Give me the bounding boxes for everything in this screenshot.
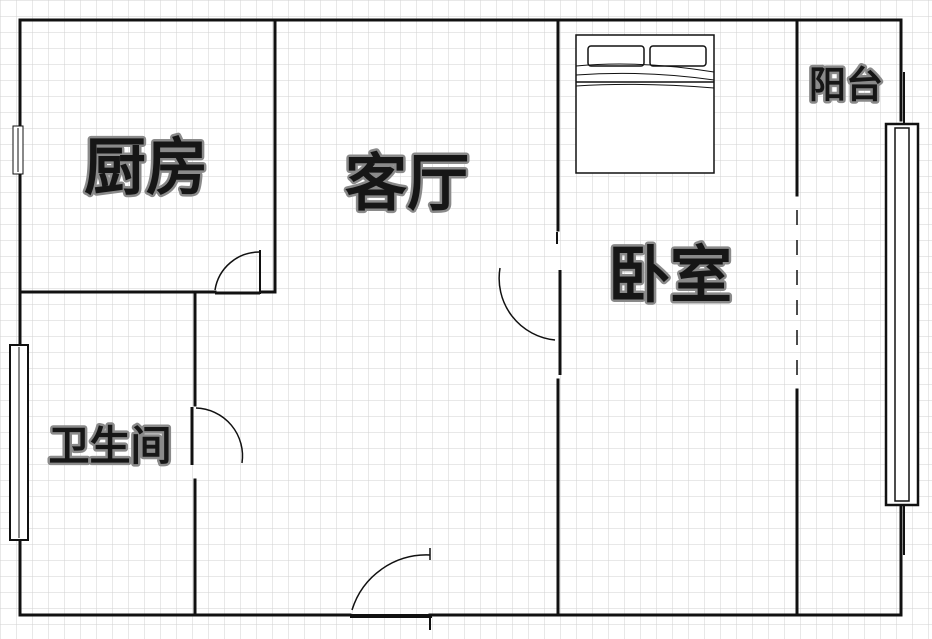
bed-icon: [575, 34, 715, 174]
walls: [18, 18, 903, 617]
door-bathroom: [190, 407, 244, 465]
window-balcony: [884, 72, 920, 555]
room-label-living: 客厅: [345, 147, 469, 220]
door-entrance: [350, 548, 432, 630]
room-label-bathroom: 卫生间: [49, 422, 172, 470]
door-bedroom: [498, 232, 562, 375]
room-label-balcony: 阳台: [809, 64, 883, 107]
room-label-bedroom: 卧室: [608, 239, 732, 312]
window-kitchen: [12, 125, 24, 175]
door-kitchen: [214, 250, 261, 295]
window-bathroom: [9, 344, 29, 541]
room-label-kitchen: 厨房: [84, 131, 208, 204]
